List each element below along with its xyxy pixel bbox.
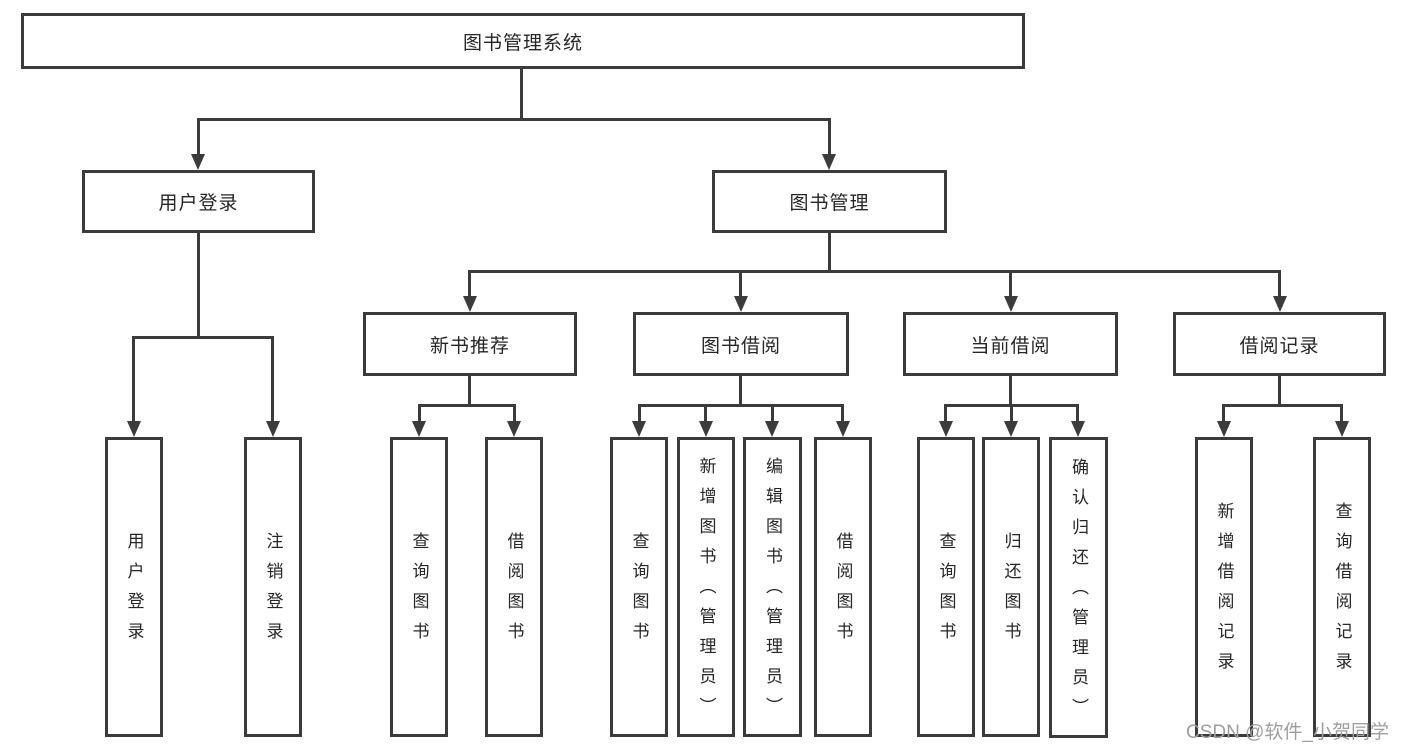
arrow-down-icon <box>699 421 713 437</box>
connector-line <box>1009 376 1012 407</box>
node-user-login-label: 用户登录 <box>158 193 239 214</box>
leaf-confirm-return-admin-label: 确认归还（管理员） <box>1069 457 1088 728</box>
leaf-return-books-label: 归还图书 <box>1001 532 1021 652</box>
leaf-query-borrow-record: 查询借阅记录 <box>1313 437 1371 737</box>
node-new-book-recommend: 新书推荐 <box>363 312 577 376</box>
leaf-borrow-books-2-label: 借阅图书 <box>833 532 853 652</box>
leaf-edit-books-admin-label: 编辑图书（管理员） <box>763 457 782 727</box>
connector-line <box>520 66 523 121</box>
leaf-return-books: 归还图书 <box>982 437 1040 737</box>
leaf-query-books-3-label: 查询图书 <box>936 532 956 652</box>
connector-line <box>841 404 844 423</box>
arrow-down-icon <box>1217 421 1231 437</box>
connector-line <box>704 404 707 423</box>
leaf-user-login: 用户登录 <box>105 437 163 737</box>
node-book-management-label: 图书管理 <box>789 193 870 214</box>
arrow-down-icon <box>1004 421 1018 437</box>
connector-line <box>828 233 831 273</box>
connector-line <box>1222 404 1342 407</box>
node-borrow-records: 借阅记录 <box>1173 312 1386 376</box>
connector-line <box>771 404 774 423</box>
connector-line <box>468 270 471 298</box>
node-root: 图书管理系统 <box>21 13 1025 69</box>
arrow-down-icon <box>1071 421 1085 437</box>
leaf-add-books-admin: 新增图书（管理员） <box>677 437 735 737</box>
node-user-login: 用户登录 <box>82 170 315 233</box>
arrow-down-icon <box>836 421 850 437</box>
leaf-borrow-books-1-label: 借阅图书 <box>504 532 524 652</box>
connector-line <box>418 404 516 407</box>
arrow-down-icon <box>463 296 477 312</box>
connector-line <box>468 376 471 407</box>
connector-line <box>1076 404 1079 423</box>
node-root-label: 图书管理系统 <box>462 32 583 54</box>
connector-line <box>944 404 947 423</box>
connector-line <box>638 404 641 423</box>
node-new-book-recommend-label: 新书推荐 <box>429 335 510 357</box>
arrow-down-icon <box>1273 296 1287 312</box>
arrow-down-icon <box>1335 421 1349 437</box>
leaf-query-books-1-label: 查询图书 <box>409 532 429 652</box>
node-current-borrow-label: 当前借阅 <box>970 335 1051 357</box>
connector-line <box>1009 270 1012 298</box>
arrow-down-icon <box>822 154 836 170</box>
leaf-query-books-2-label: 查询图书 <box>629 532 649 652</box>
arrow-down-icon <box>1004 296 1018 312</box>
connector-line <box>418 404 421 423</box>
connector-line <box>271 336 274 423</box>
connector-line <box>739 270 742 298</box>
arrow-down-icon <box>127 421 141 437</box>
arrow-down-icon <box>632 421 646 437</box>
connector-line <box>132 336 274 339</box>
connector-line <box>1340 404 1343 423</box>
node-current-borrow: 当前借阅 <box>903 312 1118 376</box>
leaf-query-books-3: 查询图书 <box>917 437 975 737</box>
connector-line <box>739 376 742 407</box>
leaf-add-books-admin-label: 新增图书（管理员） <box>696 457 716 727</box>
leaf-borrow-books-1: 借阅图书 <box>485 437 543 737</box>
leaf-logout: 注销登录 <box>244 437 302 737</box>
connector-line <box>1010 404 1013 423</box>
leaf-edit-books-admin: 编辑图书（管理员） <box>743 437 802 737</box>
arrow-down-icon <box>266 421 280 437</box>
arrow-down-icon <box>191 154 205 170</box>
connector-line <box>1222 404 1225 423</box>
connector-line <box>1278 270 1281 298</box>
arrow-down-icon <box>765 421 779 437</box>
leaf-add-borrow-record-label: 新增借阅记录 <box>1214 502 1234 682</box>
leaf-user-login-label: 用户登录 <box>124 532 144 652</box>
watermark-text: CSDN @软件_小贺同学 <box>1186 722 1389 743</box>
connector-line <box>513 404 516 423</box>
node-book-borrow: 图书借阅 <box>633 312 849 376</box>
leaf-query-borrow-record-label: 查询借阅记录 <box>1332 502 1352 682</box>
connector-line <box>468 270 1281 273</box>
arrow-down-icon <box>412 421 426 437</box>
arrow-down-icon <box>734 296 748 312</box>
connector-line <box>638 404 844 407</box>
node-book-borrow-label: 图书借阅 <box>700 335 781 357</box>
node-borrow-records-label: 借阅记录 <box>1239 335 1320 357</box>
connector-line <box>197 118 831 121</box>
leaf-query-books-1: 查询图书 <box>390 437 448 737</box>
arrow-down-icon <box>507 421 521 437</box>
leaf-add-borrow-record: 新增借阅记录 <box>1195 437 1253 737</box>
connector-line <box>132 336 135 423</box>
leaf-confirm-return-admin: 确认归还（管理员） <box>1049 437 1108 738</box>
connector-line <box>197 233 200 339</box>
connector-line <box>828 118 831 156</box>
connector-line <box>197 118 200 156</box>
leaf-query-books-2: 查询图书 <box>610 437 668 737</box>
arrow-down-icon <box>939 421 953 437</box>
connector-line <box>1278 376 1281 407</box>
leaf-logout-label: 注销登录 <box>263 532 283 652</box>
leaf-borrow-books-2: 借阅图书 <box>814 437 872 737</box>
node-book-management: 图书管理 <box>712 170 947 233</box>
